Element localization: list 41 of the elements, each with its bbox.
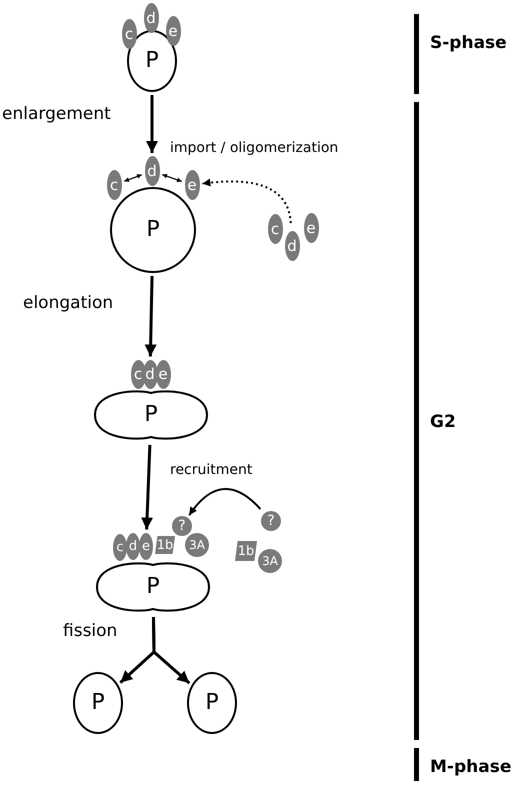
arrow: [146, 95, 158, 153]
phase-label: G2: [430, 412, 456, 432]
protein-blob: d: [126, 532, 140, 560]
protein-blob: c: [130, 360, 146, 388]
double-headed-arrow: [162, 174, 182, 182]
protein-blob: c: [268, 214, 282, 244]
protein-blob: ?: [261, 511, 281, 531]
arrow: [144, 276, 157, 357]
edge-label: enlargement: [2, 104, 111, 124]
protein-blob: e: [304, 213, 318, 243]
protein-blob: d: [284, 231, 300, 261]
phase-label: S-phase: [430, 33, 507, 53]
edge-label: fission: [63, 621, 118, 641]
edge-label: import / oligomerization: [170, 140, 338, 156]
protein-blob: e: [184, 170, 200, 200]
protein-blob: d: [144, 3, 158, 33]
protein-blob: 3A: [258, 549, 282, 573]
arrow: [188, 488, 262, 516]
phase-label: M-phase: [430, 757, 512, 777]
protein-blob: c: [106, 170, 122, 200]
protein-blob: 1b: [155, 536, 175, 554]
protein-blob: c: [113, 534, 127, 560]
arrow: [141, 444, 154, 530]
peroxisome-circle: P: [187, 672, 237, 734]
protein-blob: e: [139, 532, 153, 560]
edge-label: recruitment: [170, 462, 252, 478]
protein-blob: c: [122, 19, 136, 49]
peroxisome-circle: P: [73, 672, 123, 734]
protein-blob: ?: [172, 516, 192, 536]
protein-blob: d: [144, 156, 160, 186]
edge-label: elongation: [23, 293, 114, 313]
protein-blob: 1b: [235, 541, 257, 561]
dotted-arrow: [202, 178, 292, 224]
arrow: [152, 616, 190, 684]
peroxisome-elongated: P: [95, 560, 211, 614]
protein-blob: 3A: [185, 533, 209, 557]
double-headed-arrow: [124, 174, 142, 182]
protein-blob: d: [142, 360, 158, 388]
protein-blob: e: [156, 360, 170, 388]
peroxisome-elongated: P: [93, 388, 209, 442]
protein-blob: e: [166, 16, 180, 46]
